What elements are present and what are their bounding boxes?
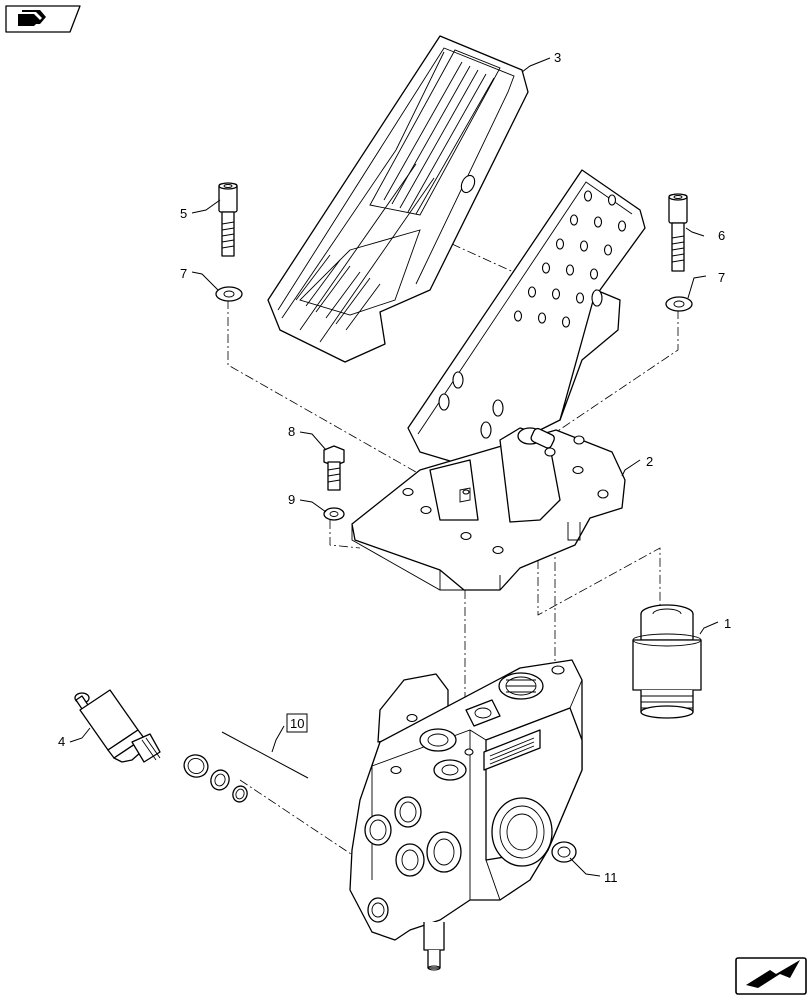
callout-9: 9 [288, 492, 295, 507]
bolt-6 [668, 193, 688, 272]
washer-9 [323, 507, 345, 521]
callout-1: 1 [724, 616, 731, 631]
adapter-fitting-1 [632, 604, 702, 719]
sensor-cartridge-4 [74, 689, 161, 763]
callout-10: 10 [290, 716, 304, 731]
leader-lines [69, 57, 719, 877]
washer-7-left [215, 286, 243, 302]
o-rings [183, 754, 248, 803]
pedal-plate [407, 169, 646, 471]
washer-7-right [665, 296, 693, 312]
callout-7-left: 7 [180, 266, 187, 281]
pedal-plate-holes [438, 190, 627, 439]
navigation-arrow-icon[interactable] [735, 957, 807, 995]
callout-4: 4 [58, 734, 65, 749]
callout-10-box: 10 [286, 713, 308, 733]
callout-2: 2 [646, 454, 653, 469]
callout-3: 3 [554, 50, 561, 65]
callout-7-right: 7 [718, 270, 725, 285]
pedal-base-bracket [351, 427, 626, 591]
book-arrow-icon[interactable] [5, 5, 81, 33]
bolt-8 [323, 445, 345, 491]
bolt-5 [218, 182, 238, 257]
kit-bracket-10 [221, 731, 309, 779]
callout-6: 6 [718, 228, 725, 243]
callout-11: 11 [604, 870, 618, 885]
callout-8: 8 [288, 424, 295, 439]
valve-body [349, 659, 583, 971]
callout-labels: 1 2 3 4 5 6 7 7 8 9 11 10 [58, 50, 731, 885]
pedal-pad [267, 35, 529, 363]
callout-5: 5 [180, 206, 187, 221]
